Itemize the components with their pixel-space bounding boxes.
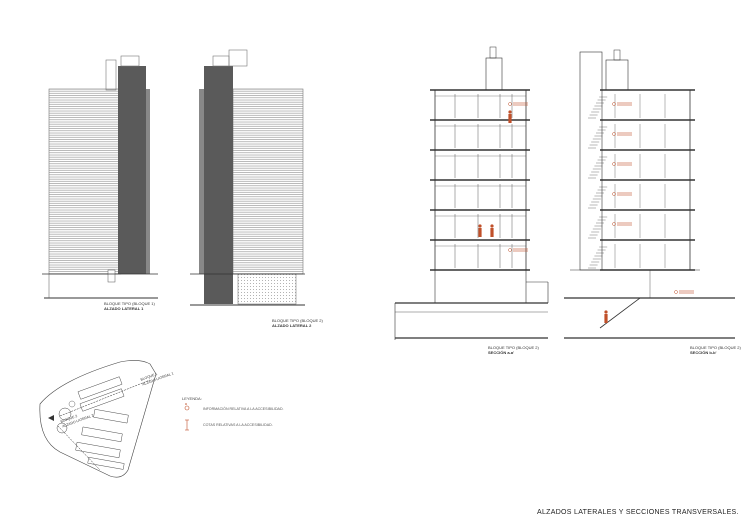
accessibility-marker-4 — [612, 222, 632, 226]
elevation-lateral-2 — [190, 49, 305, 306]
elevation-lateral-1 — [42, 55, 158, 299]
accessibility-markers — [478, 102, 694, 323]
legend-title: LEYENDA: — [182, 396, 202, 401]
person-figure-3 — [604, 310, 608, 323]
section-b-b — [564, 49, 735, 339]
person-figure-2 — [490, 224, 494, 237]
accessibility-marker-1 — [612, 132, 632, 136]
accessibility-marker-6 — [508, 248, 528, 252]
site-plan — [39, 360, 157, 478]
accessibility-marker-7 — [674, 290, 694, 294]
person-figure-1 — [478, 224, 482, 237]
dimension-marker-icon — [185, 419, 189, 431]
accessibility-marker-2 — [612, 162, 632, 166]
caption-lateral-1: BLOQUE TIPO (BLOQUE 1) ALZADO LATERAL 1 — [104, 301, 155, 311]
caption-section-bb: BLOQUE TIPO (BLOQUE 2) SECCIÓN b-b' — [690, 345, 741, 355]
section-a-a — [394, 46, 549, 340]
person-figure-0 — [508, 110, 512, 123]
accessibility-marker-3 — [612, 192, 632, 196]
sheet-title: ALZADOS LATERALES Y SECCIONES TRANSVERSA… — [537, 509, 739, 516]
caption-lateral-2: BLOQUE TIPO (BLOQUE 2) ALZADO LATERAL 2 — [272, 318, 323, 328]
accessibility-icon — [184, 403, 190, 411]
caption-section-aa: BLOQUE TIPO (BLOQUE 2) SECCIÓN a-a' — [488, 345, 539, 355]
accessibility-marker-0 — [612, 102, 632, 106]
legend-item-accessibility-dimensions: COTAS RELATIVAS A LA ACCESIBILIDAD. — [203, 423, 273, 427]
accessibility-marker-5 — [508, 102, 528, 106]
legend-item-accessibility-info: INFORMACIÓN RELATIVA A LA ACCESIBILIDAD. — [203, 407, 284, 411]
